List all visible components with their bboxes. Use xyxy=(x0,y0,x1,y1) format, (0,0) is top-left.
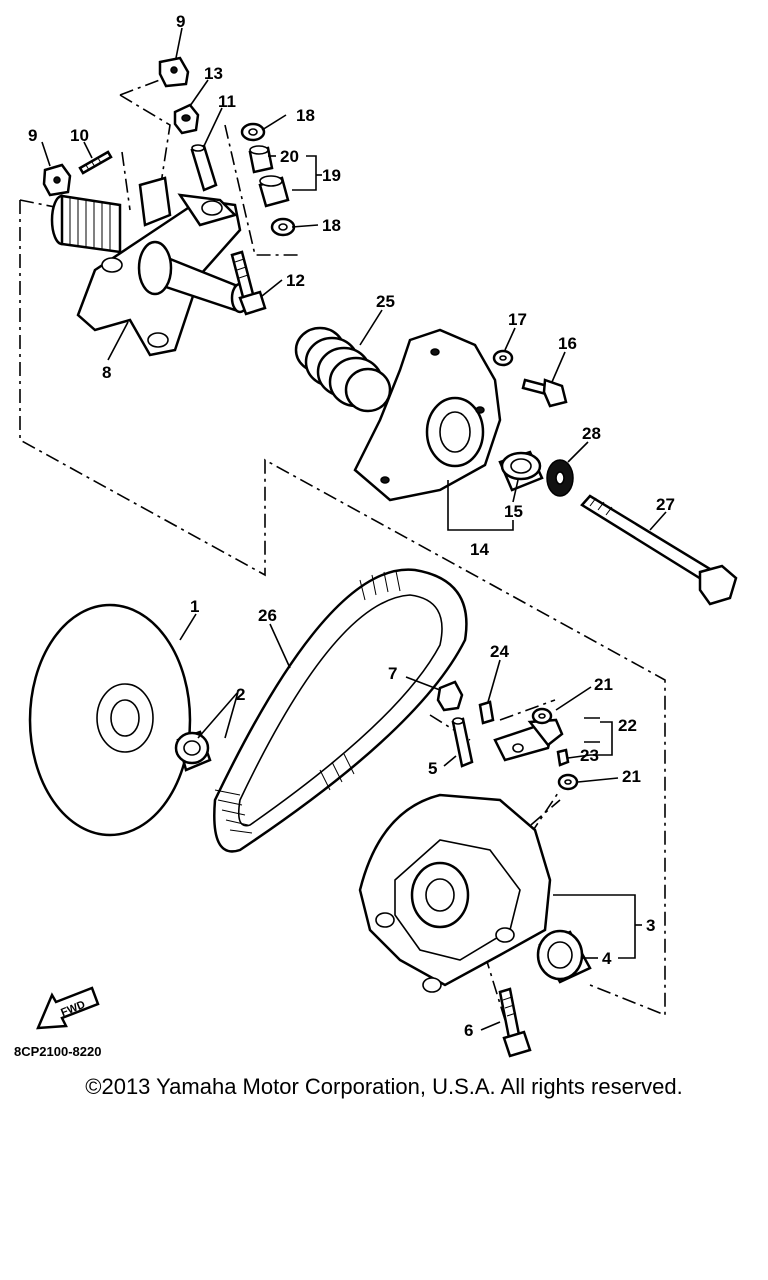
callout-23: 23 xyxy=(580,746,599,765)
pin-part-23 xyxy=(556,748,570,767)
bushing-part-4 xyxy=(536,929,592,984)
bolt-part-6 xyxy=(498,987,532,1058)
washer-part-18-bottom xyxy=(270,217,296,237)
exploded-parts-diagram: FWD 9 13 11 18 9 10 20 19 18 12 8 25 17 … xyxy=(19,12,738,1058)
callout-18-top: 18 xyxy=(296,106,315,125)
callout-28: 28 xyxy=(582,424,601,443)
washer-part-28 xyxy=(546,459,574,497)
pin-part-24 xyxy=(478,700,495,725)
slider-part-9-left xyxy=(42,163,72,197)
callout-20: 20 xyxy=(280,147,299,166)
bushing-part-15 xyxy=(498,450,544,492)
callout-19: 19 xyxy=(322,166,341,185)
callout-1: 1 xyxy=(190,597,199,616)
bolt-part-27 xyxy=(580,494,738,606)
callout-4: 4 xyxy=(602,949,612,968)
callout-21-top: 21 xyxy=(594,675,613,694)
bushing-part-20 xyxy=(248,145,274,174)
callout-21-bottom: 21 xyxy=(622,767,641,786)
roller-part-19 xyxy=(258,175,290,208)
callout-15: 15 xyxy=(504,502,523,521)
callout-11: 11 xyxy=(218,92,236,111)
callout-24: 24 xyxy=(490,642,509,661)
weight-part-7 xyxy=(436,680,464,712)
drawing-code: 8CP2100-8220 xyxy=(14,1044,102,1059)
sheave-hub-part-8 xyxy=(50,176,250,357)
arm-part-22 xyxy=(493,718,564,762)
callout-5: 5 xyxy=(428,759,437,778)
callout-2: 2 xyxy=(236,685,245,704)
callout-22: 22 xyxy=(618,716,637,735)
callout-14: 14 xyxy=(470,540,489,559)
fwd-arrow-icon: FWD xyxy=(36,986,100,1030)
callout-12: 12 xyxy=(286,271,305,290)
callout-25: 25 xyxy=(376,292,395,311)
washer-part-21-bottom xyxy=(557,773,579,791)
callout-9-top: 9 xyxy=(176,12,185,31)
pin-part-11 xyxy=(190,144,218,192)
bolt-part-16 xyxy=(521,378,568,408)
callout-3: 3 xyxy=(646,916,655,935)
callout-18-bottom: 18 xyxy=(322,216,341,235)
washer-part-18-top xyxy=(240,122,266,142)
spring-part-25 xyxy=(294,326,392,413)
v-belt-part-26 xyxy=(213,568,468,853)
callout-27: 27 xyxy=(656,495,675,514)
slider-part-9-top xyxy=(158,56,190,88)
callout-labels: 9 13 11 18 9 10 20 19 18 12 8 25 17 16 2… xyxy=(28,12,675,1040)
cover-part-14 xyxy=(353,328,502,502)
callout-8: 8 xyxy=(102,363,111,382)
callout-10: 10 xyxy=(70,126,89,145)
callout-7: 7 xyxy=(388,664,397,683)
callout-17: 17 xyxy=(508,310,527,329)
bolt-part-12 xyxy=(230,250,267,316)
bushing-part-2 xyxy=(174,730,212,772)
pin-part-10 xyxy=(78,150,113,175)
washer-part-17 xyxy=(492,349,514,367)
callout-6: 6 xyxy=(464,1021,473,1040)
leader-lines xyxy=(41,27,667,1031)
callout-16: 16 xyxy=(558,334,577,353)
pin-part-5 xyxy=(451,717,474,768)
callout-26: 26 xyxy=(258,606,277,625)
washer-part-21-top xyxy=(531,707,553,725)
callout-9-left: 9 xyxy=(28,126,37,145)
fixed-sheave-part-1 xyxy=(28,603,192,837)
nut-part-13 xyxy=(173,103,200,135)
copyright-notice: ©2013 Yamaha Motor Corporation, U.S.A. A… xyxy=(85,1074,683,1099)
movable-sheave-part-3 xyxy=(358,793,552,993)
callout-13: 13 xyxy=(204,64,223,83)
